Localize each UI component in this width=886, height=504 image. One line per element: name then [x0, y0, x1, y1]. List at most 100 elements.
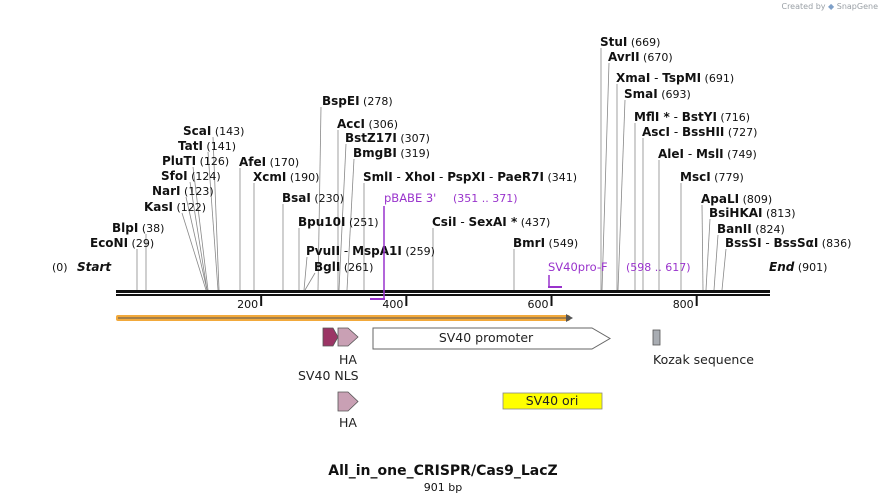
cut-site[interactable]: BsiHKAI (813) — [709, 206, 796, 220]
cut-site-line — [192, 166, 209, 291]
primer-range: (598 .. 617) — [626, 261, 691, 274]
orf-arrowhead — [566, 314, 573, 322]
cut-site[interactable]: Bpu10I (251) — [298, 215, 379, 229]
cut-site[interactable]: BsaI (230) — [282, 191, 344, 205]
site-label: BstZ17I (307) — [345, 131, 430, 145]
cut-site[interactable]: End (901) — [769, 260, 827, 274]
backbone-bottom-strand — [116, 294, 770, 296]
primer-pbabe3[interactable]: pBABE 3' (351 .. 371) — [370, 191, 518, 300]
site-label: BsiHKAI (813) — [709, 206, 796, 220]
cut-site[interactable]: NarI (123) — [152, 184, 214, 198]
snapgene-logo-icon: ◆ — [828, 2, 835, 11]
feature-sv40-ori[interactable]: SV40 ori — [502, 392, 603, 410]
cut-site[interactable]: BstZ17I (307) — [345, 131, 430, 145]
cut-site[interactable]: ScaI (143) — [183, 124, 244, 138]
cut-site[interactable]: ApaLI (809) — [701, 192, 772, 206]
cut-site-line — [212, 136, 220, 291]
site-label: TatI (141) — [178, 139, 236, 153]
cut-site[interactable]: AleI - MslI (749) — [658, 147, 757, 161]
cut-site[interactable]: KasI (122) — [144, 200, 206, 214]
cut-site[interactable]: XcmI (190) — [253, 170, 319, 184]
feature-label: SV40 ori — [526, 393, 579, 408]
feature-arrow — [322, 327, 339, 347]
site-label: KasI (122) — [144, 200, 206, 214]
site-label: AvrII (670) — [608, 50, 673, 64]
primer-name: pBABE 3' — [384, 191, 436, 205]
site-label: MflI * - BstYI (716) — [634, 110, 750, 124]
site-position: (0) — [52, 261, 68, 274]
cut-site-line — [207, 151, 219, 291]
cut-site[interactable]: BspEI (278) — [322, 94, 393, 108]
cut-site-line — [181, 212, 207, 291]
feature-label: SV40 promoter — [439, 330, 534, 345]
ruler-label: 600 — [528, 298, 549, 311]
cut-site-line — [721, 248, 727, 291]
cut-site[interactable]: BanII (824) — [717, 222, 785, 236]
ruler-label: 400 — [382, 298, 403, 311]
cut-site-line — [304, 272, 316, 291]
cut-site-line — [705, 218, 711, 291]
ruler-label: 800 — [673, 298, 694, 311]
site-label: CsiI - SexAI * (437) — [432, 215, 550, 229]
primer-range: (351 .. 371) — [453, 192, 518, 205]
backbone-top-strand — [116, 290, 770, 293]
cut-site[interactable]: AccI (306) — [337, 117, 398, 131]
site-label: BlpI (38) — [112, 221, 164, 235]
credit-prefix: Created by — [781, 2, 826, 11]
site-label: Bpu10I (251) — [298, 215, 379, 229]
feature-kozak-sequence[interactable]: Kozak sequence — [652, 329, 754, 367]
feature-ha-2[interactable]: HA — [337, 391, 359, 430]
cut-site[interactable]: BssSI - BssSαI (836) — [725, 236, 851, 250]
site-label: BmgBI (319) — [353, 146, 430, 160]
site-label: XcmI (190) — [253, 170, 319, 184]
cut-site[interactable]: MscI (779) — [680, 170, 744, 184]
cut-site[interactable]: EcoNI (29) — [90, 236, 154, 250]
site-label: AleI - MslI (749) — [658, 147, 757, 161]
site-label: EcoNI (29) — [90, 236, 154, 250]
cut-site[interactable]: TatI (141) — [178, 139, 236, 153]
feature-ha-1[interactable]: HA — [337, 327, 359, 367]
primer-sv40pro-f[interactable]: SV40pro-F (598 .. 617) — [548, 260, 691, 288]
cut-site[interactable]: (0) Start — [52, 260, 112, 274]
feature-label: SV40 NLS — [298, 368, 359, 383]
cut-site[interactable]: BmrI (549) — [513, 236, 578, 250]
feature-box — [502, 392, 603, 410]
feature-label: HA — [339, 415, 357, 430]
cut-site[interactable]: SfoI (124) — [161, 169, 221, 183]
site-label: NarI (123) — [152, 184, 214, 198]
feature-sv40-promoter[interactable]: SV40 promoter — [372, 327, 611, 350]
cut-site[interactable]: SmaI (693) — [624, 87, 691, 101]
cut-site[interactable]: AfeI (170) — [239, 155, 299, 169]
cut-site[interactable]: CsiI - SexAI * (437) — [432, 215, 550, 229]
cut-site-leaders — [136, 48, 727, 291]
feature-label: Kozak sequence — [653, 352, 754, 367]
cut-site-line — [346, 158, 355, 291]
cut-site[interactable]: BglI (261) — [314, 260, 373, 274]
site-label: StuI (669) — [600, 35, 660, 49]
site-label: SfoI (124) — [161, 169, 221, 183]
site-label: ScaI (143) — [183, 124, 244, 138]
cut-site[interactable]: XmaI - TspMI (691) — [616, 71, 734, 85]
orf-arrow[interactable] — [116, 314, 573, 322]
cut-site[interactable]: AvrII (670) — [608, 50, 673, 64]
cut-site-line — [601, 62, 610, 291]
cut-site[interactable]: PluTI (126) — [162, 154, 229, 168]
site-label: ApaLI (809) — [701, 192, 772, 206]
site-label: BspEI (278) — [322, 94, 393, 108]
feature-label: HA — [339, 352, 357, 367]
cut-site[interactable]: PvuII - MspA1I (259) — [306, 244, 435, 258]
feature-box — [652, 329, 661, 346]
cut-site[interactable]: BlpI (38) — [112, 221, 164, 235]
cut-site[interactable]: MflI * - BstYI (716) — [634, 110, 750, 124]
plasmid-name: All_in_one_CRISPR/Cas9_LacZ — [328, 463, 558, 479]
site-label: AfeI (170) — [239, 155, 299, 169]
cut-site-line — [303, 256, 308, 291]
feature-sv40-nls[interactable]: SV40 NLS — [298, 327, 359, 383]
cut-site[interactable]: BmgBI (319) — [353, 146, 430, 160]
cut-site-line — [713, 234, 719, 291]
cut-site[interactable]: SmlI - XhoI - PspXI - PaeR7I (341) — [363, 170, 577, 184]
site-label: Start — [77, 260, 112, 274]
cut-site[interactable]: StuI (669) — [600, 35, 660, 49]
plasmid-length: 901 bp — [423, 481, 463, 494]
cut-site[interactable]: AscI - BssHII (727) — [642, 125, 757, 139]
